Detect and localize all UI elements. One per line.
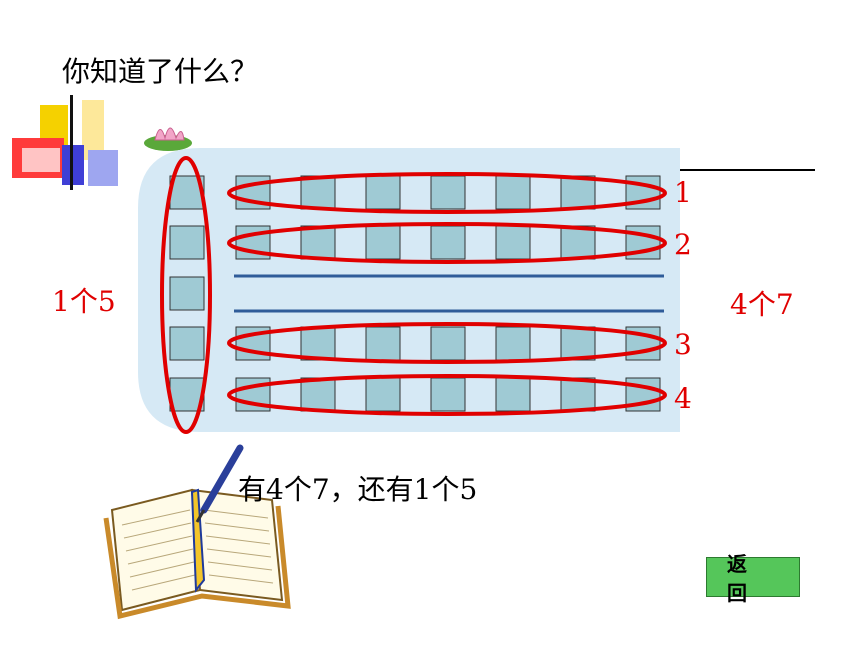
square-r3-c5	[495, 326, 531, 361]
statement-text: 有4个7，还有1个5	[238, 473, 478, 506]
square-r1-c2	[300, 175, 336, 210]
square-r2-c3	[365, 225, 401, 260]
square-r2-c6	[560, 225, 596, 260]
row-ellipse-4	[227, 374, 667, 416]
square-r2-c4	[430, 225, 466, 260]
lotus-icon	[144, 127, 192, 151]
column-ellipse	[160, 156, 212, 434]
square-r2-c2	[300, 225, 336, 260]
square-r3-c3	[365, 326, 401, 361]
row-ellipse-1	[227, 172, 667, 214]
row-number-1: 1	[674, 176, 692, 209]
square-r4-c4	[430, 377, 466, 412]
square-r3-c2	[300, 326, 336, 361]
square-r2-c5	[495, 225, 531, 260]
row-number-4: 4	[674, 382, 692, 415]
page-title: 你知道了什么？	[62, 55, 259, 88]
square-r1-c6	[560, 175, 596, 210]
left-column-squares	[169, 175, 205, 412]
decorative-blocks-icon	[12, 95, 192, 190]
square-r3-c6	[560, 326, 596, 361]
row-number-3: 3	[674, 328, 692, 361]
row-ellipse-3	[227, 322, 667, 364]
square-r1-c5	[495, 175, 531, 210]
square-r1-c4	[430, 175, 466, 210]
left-column-label: 1个5	[52, 285, 116, 318]
square-r4-c5	[495, 377, 531, 412]
square-r4-c6	[560, 377, 596, 412]
book-pen-icon	[103, 444, 291, 620]
square-r4-c3	[365, 377, 401, 412]
square-r1-c3	[365, 175, 401, 210]
back-button[interactable]: 返 回	[706, 552, 800, 605]
row-ellipse-2	[227, 222, 667, 264]
square-r3-c4	[430, 326, 466, 361]
square-r4-c2	[300, 377, 336, 412]
right-rows-label: 4个7	[730, 288, 794, 321]
row-number-2: 2	[674, 228, 692, 261]
